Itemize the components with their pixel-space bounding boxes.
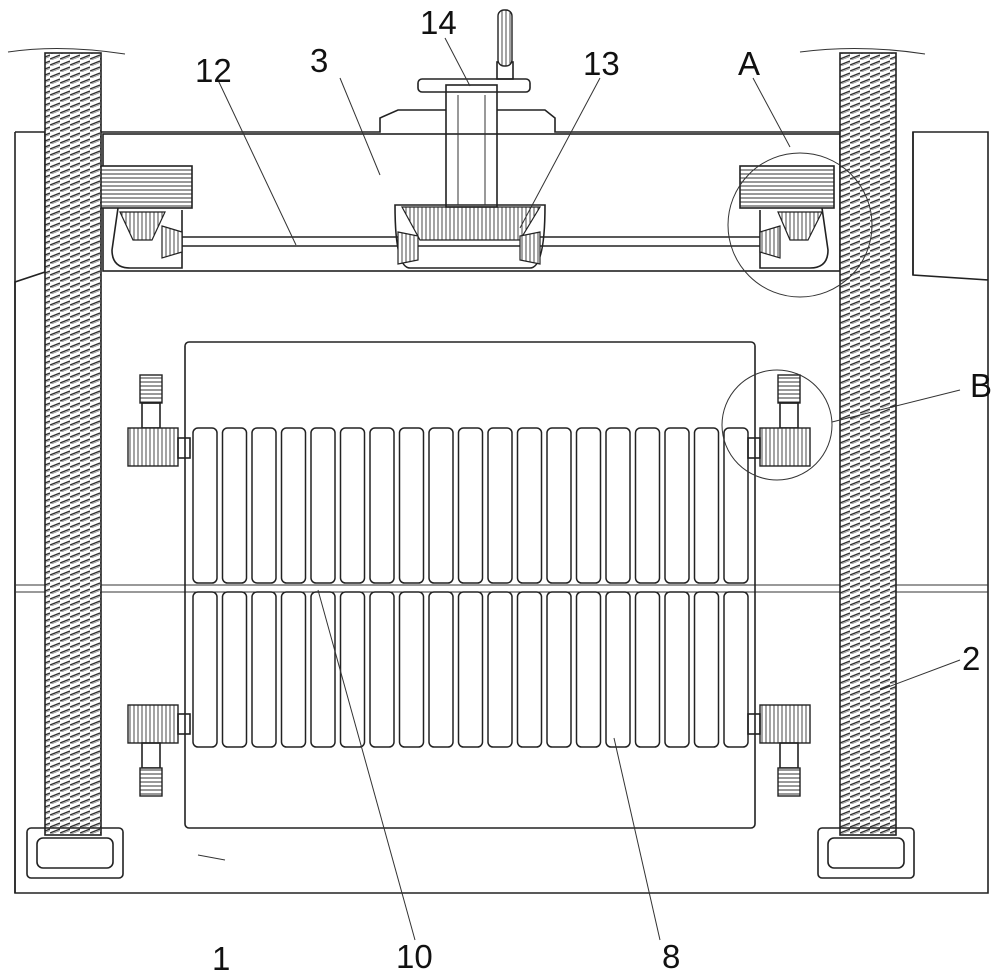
roller-lower — [192, 591, 218, 748]
roller-lower — [664, 591, 690, 748]
roller-array — [192, 427, 749, 748]
roller-lower — [634, 591, 661, 748]
roller-lower — [516, 591, 543, 748]
roller-lower — [457, 591, 484, 748]
crank-handle — [497, 9, 513, 67]
roller-lower — [310, 591, 336, 748]
label-2: 2 — [962, 640, 980, 677]
roller-lower — [221, 591, 248, 748]
inner-panel — [184, 341, 756, 829]
roller-lower — [487, 591, 513, 748]
label-b: B — [970, 367, 992, 404]
roller-upper — [398, 427, 425, 584]
break-line-right — [799, 47, 926, 55]
roller-lower — [693, 591, 720, 748]
clamp-bottom-left — [127, 704, 191, 797]
roller-lower — [605, 591, 631, 748]
label-8: 8 — [662, 938, 680, 975]
roller-upper — [575, 427, 602, 584]
roller-lower — [369, 591, 395, 748]
roller-lower — [251, 591, 277, 748]
roller-upper — [487, 427, 513, 584]
label-a: A — [738, 45, 760, 82]
roller-lower — [339, 591, 366, 748]
top-housing — [100, 109, 841, 272]
roller-upper — [192, 427, 218, 584]
detail-circle-b — [721, 369, 833, 481]
central-gearbox — [394, 204, 546, 269]
bottom-seat-right — [817, 827, 915, 879]
bottom-seat-left — [26, 827, 124, 879]
screw-rod-left — [44, 52, 102, 836]
label-13: 13 — [583, 45, 620, 82]
roller-upper — [221, 427, 248, 584]
label-14: 14 — [420, 4, 457, 41]
label-12: 12 — [195, 52, 232, 89]
roller-upper — [693, 427, 720, 584]
roller-upper — [664, 427, 690, 584]
detail-circle-a — [727, 152, 873, 298]
roller-lower — [280, 591, 307, 748]
roller-upper — [516, 427, 543, 584]
roller-upper — [723, 427, 749, 584]
break-line-left — [7, 47, 126, 55]
label-3: 3 — [310, 42, 328, 79]
clamp-top-right — [747, 374, 811, 467]
roller-upper — [369, 427, 395, 584]
roller-lower — [398, 591, 425, 748]
roller-upper — [546, 427, 572, 584]
label-10: 10 — [396, 938, 433, 975]
handwheel — [417, 78, 531, 93]
housing-body — [102, 133, 841, 272]
left-bevel-assembly — [99, 165, 193, 269]
clamp-top-left — [127, 374, 191, 467]
roller-upper — [634, 427, 661, 584]
roller-lower — [546, 591, 572, 748]
roller-lower — [723, 591, 749, 748]
clamp-bottom-right — [747, 704, 811, 797]
leader-lines — [197, 37, 961, 941]
roller-lower — [428, 591, 454, 748]
screw-rod-right — [839, 52, 897, 836]
roller-upper — [310, 427, 336, 584]
label-1: 1 — [212, 940, 230, 976]
handwheel-assembly — [417, 9, 531, 208]
roller-upper — [457, 427, 484, 584]
roller-upper — [605, 427, 631, 584]
right-bevel-assembly — [739, 165, 835, 269]
roller-upper — [280, 427, 307, 584]
roller-upper — [251, 427, 277, 584]
roller-lower — [575, 591, 602, 748]
roller-upper — [428, 427, 454, 584]
roller-upper — [339, 427, 366, 584]
